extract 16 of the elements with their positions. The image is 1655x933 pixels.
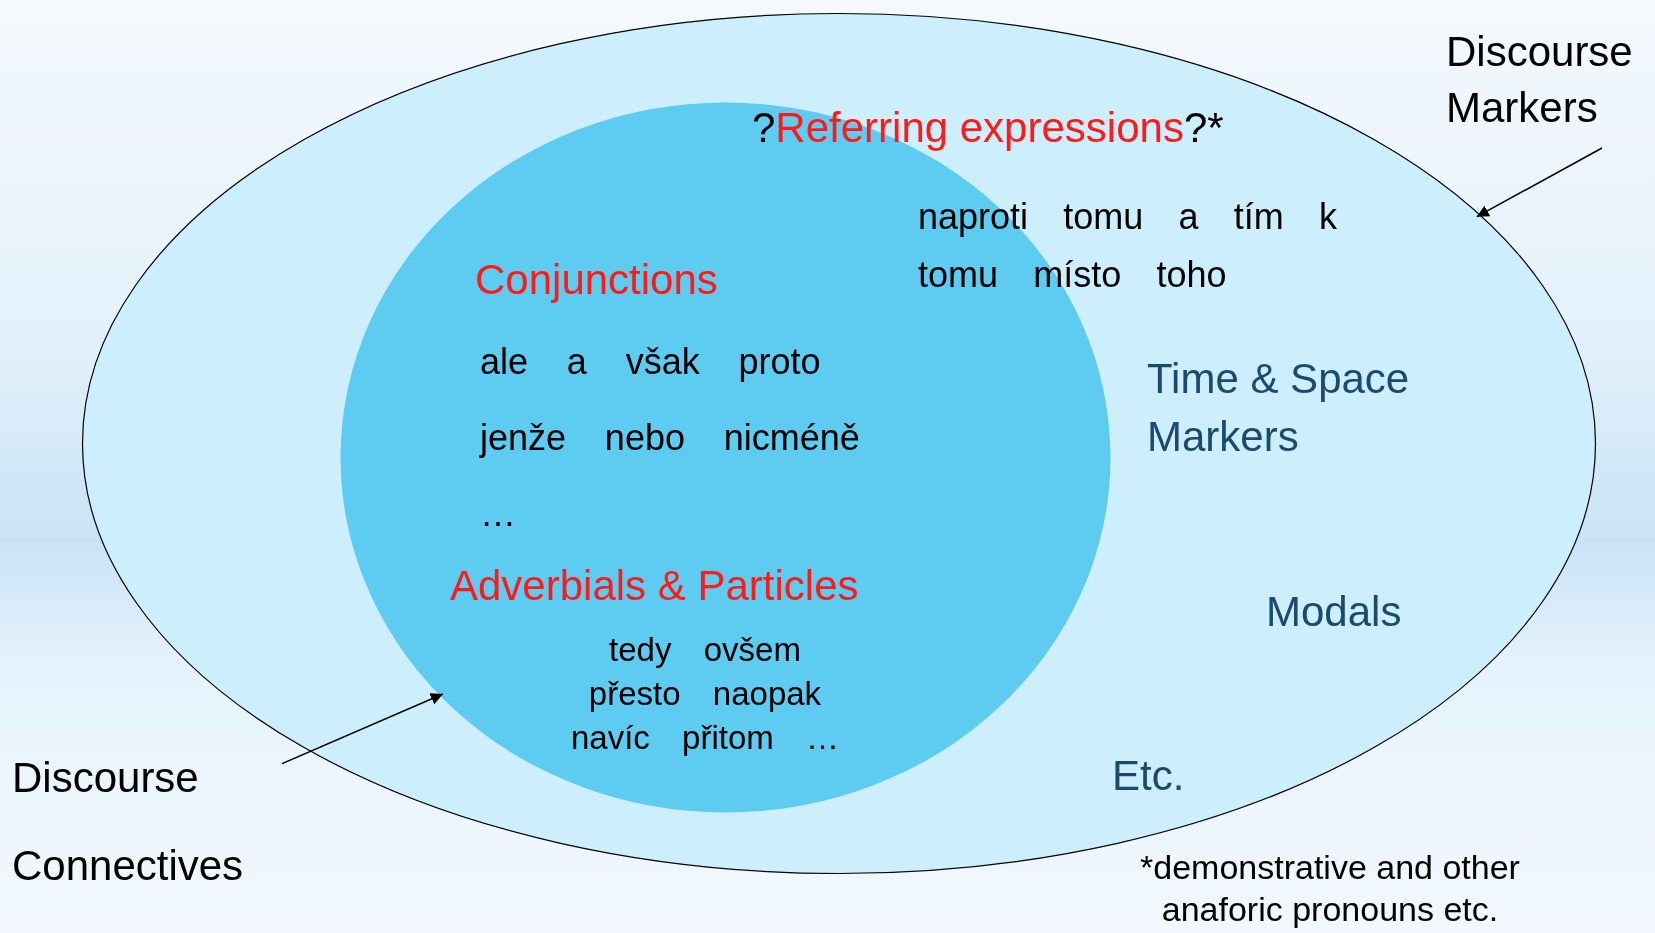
annotation-text: naproti tomu a tím k tomu místo toho bbox=[918, 195, 1338, 297]
footnote: *demonstrative and other anaforic pronouns etc. bbox=[1139, 847, 1521, 930]
arrow bbox=[1476, 147, 1603, 218]
annotation-text: Modals bbox=[1266, 587, 1402, 637]
annotation-text: Referring expressions bbox=[775, 103, 1184, 153]
annotation-text: ? bbox=[752, 103, 776, 153]
category-heading: Adverbials & Particles bbox=[450, 561, 859, 611]
node-label: Discourse Markers bbox=[1446, 24, 1646, 148]
word-list: ale a však proto jenže nebo nicméně … bbox=[480, 324, 910, 552]
annotation-text: Time & Space Markers bbox=[1147, 354, 1411, 462]
annotation-text: Etc. bbox=[1112, 751, 1185, 801]
category-heading: Conjunctions bbox=[475, 255, 718, 305]
word-list: tedy ovšem přesto naopak navíc přitom … bbox=[555, 628, 855, 760]
node-label: Discourse Connectives bbox=[12, 734, 282, 910]
arrow bbox=[281, 693, 444, 765]
annotation-text: ?* bbox=[1183, 103, 1224, 153]
